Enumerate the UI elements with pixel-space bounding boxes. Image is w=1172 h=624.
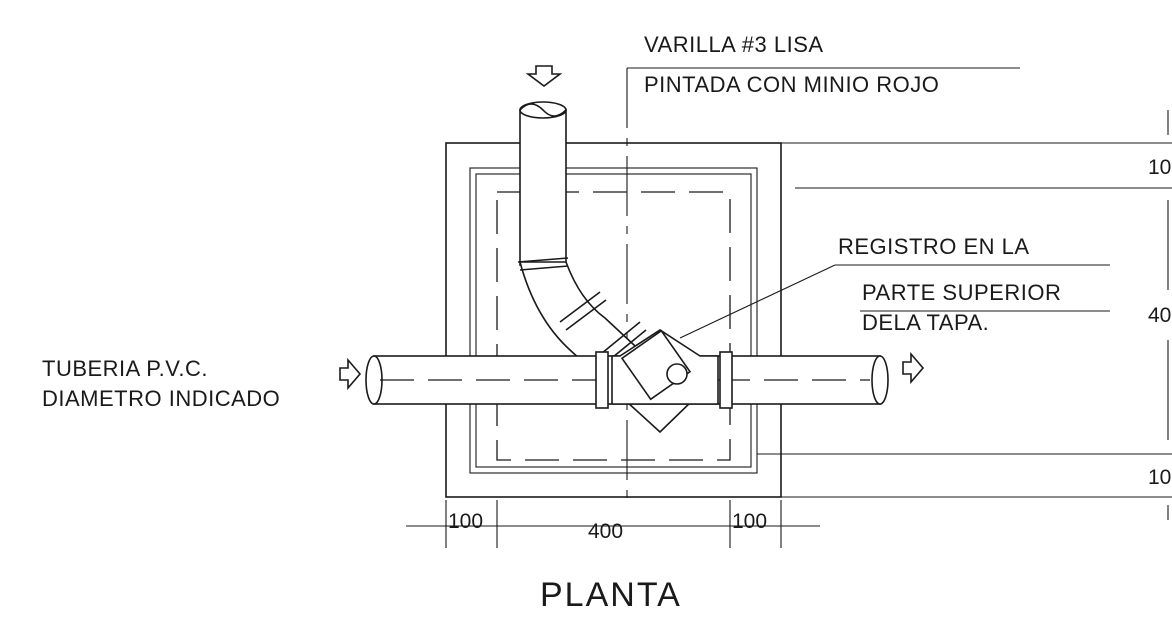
pipe-break <box>519 103 567 117</box>
pipe-end-left <box>365 355 383 405</box>
register-leader-line <box>679 264 836 339</box>
inner-frame-outer <box>469 167 758 474</box>
dim-right-middle: 40 <box>1148 304 1171 327</box>
drawing-title: PLANTA <box>540 576 682 614</box>
dim-right-bottom: 10 <box>1148 466 1171 489</box>
dim-bottom-right: 100 <box>732 510 767 533</box>
pipe-label-2: DIAMETRO INDICADO <box>42 386 280 411</box>
dashed-cover-outline <box>496 191 731 461</box>
rod-label-2: PINTADA CON MINIO ROJO <box>644 72 939 97</box>
register-label-3: DELA TAPA. <box>862 310 989 335</box>
coupling <box>595 351 609 409</box>
outer-box <box>445 142 782 498</box>
down-arrow-icon <box>525 65 563 87</box>
dim-right-top: 10 <box>1148 156 1171 179</box>
register-circle <box>666 363 688 385</box>
pipe-label-1: TUBERIA P.V.C. <box>42 356 208 381</box>
coupling <box>565 299 607 331</box>
coupling <box>517 257 569 263</box>
dim-bottom-left: 100 <box>448 510 483 533</box>
flow-arrow-icon <box>902 351 925 385</box>
dim-bottom-center: 400 <box>588 520 623 543</box>
vertical-pipe <box>519 109 567 266</box>
flow-arrow-icon <box>339 357 362 391</box>
register-label-2: PARTE SUPERIOR <box>862 280 1061 305</box>
coupling <box>719 351 733 409</box>
coupling <box>559 291 601 323</box>
coupling <box>519 265 569 271</box>
register-label-1: REGISTRO EN LA <box>838 234 1030 259</box>
pipe-end-right <box>871 355 889 405</box>
inner-frame-inner <box>475 173 752 468</box>
rod-label: VARILLA #3 LISA <box>644 32 824 57</box>
